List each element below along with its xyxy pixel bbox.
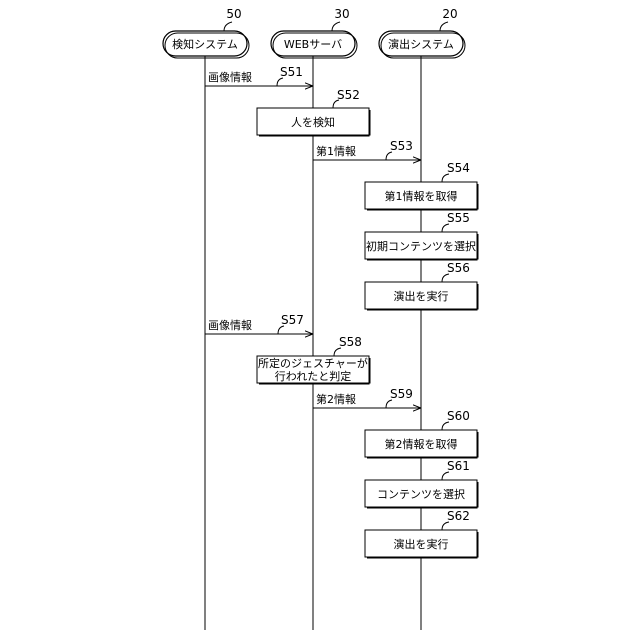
step-label: S53: [390, 139, 413, 153]
lane-leader-web: [332, 22, 340, 31]
lane-ref-web: 30: [334, 7, 349, 21]
message-s51: 画像情報 S51: [205, 65, 313, 86]
step-label: S52: [337, 88, 360, 102]
step-label: S51: [280, 65, 303, 79]
step-label: S59: [390, 387, 413, 401]
message-s53: 第1情報 S53: [313, 139, 421, 160]
step-label: S60: [447, 409, 470, 423]
step-label: S54: [447, 161, 470, 175]
process-text: 第2情報を取得: [385, 437, 458, 451]
lane-name-perf: 演出システム: [388, 37, 454, 51]
lane-leader-detect: [224, 22, 232, 31]
process-text-line-1: 所定のジェスチャーが: [258, 356, 368, 370]
step-label: S62: [447, 509, 470, 523]
lane-ref-perf: 20: [442, 7, 457, 21]
step-label: S58: [339, 335, 362, 349]
lane-ref-detect: 50: [226, 7, 241, 21]
lane-header-web: WEBサーバ 30: [271, 7, 357, 58]
step-label: S61: [447, 459, 470, 473]
process-text: 第1情報を取得: [385, 189, 458, 203]
step-label: S57: [281, 313, 304, 327]
lane-name-detect: 検知システム: [172, 37, 238, 51]
process-text-line-2: 行われたと判定: [275, 369, 351, 383]
process-text: 初期コンテンツを選択: [366, 239, 476, 253]
message-label: 画像情報: [208, 319, 252, 332]
lane-name-web: WEBサーバ: [284, 38, 342, 51]
lane-header-detect: 検知システム 50: [163, 7, 249, 58]
message-label: 第1情報: [316, 144, 356, 158]
step-label: S56: [447, 261, 470, 275]
message-label: 第2情報: [316, 392, 356, 406]
process-text: 演出を実行: [394, 289, 449, 303]
process-text: コンテンツを選択: [377, 487, 465, 501]
lane-header-perf: 演出システム 20: [379, 7, 465, 58]
lane-leader-perf: [440, 22, 448, 31]
message-s57: 画像情報 S57: [205, 313, 313, 334]
message-label: 画像情報: [208, 71, 252, 84]
step-label: S55: [447, 211, 470, 225]
process-text: 人を検知: [291, 115, 335, 129]
message-s59: 第2情報 S59: [313, 387, 421, 408]
process-text: 演出を実行: [394, 537, 449, 551]
